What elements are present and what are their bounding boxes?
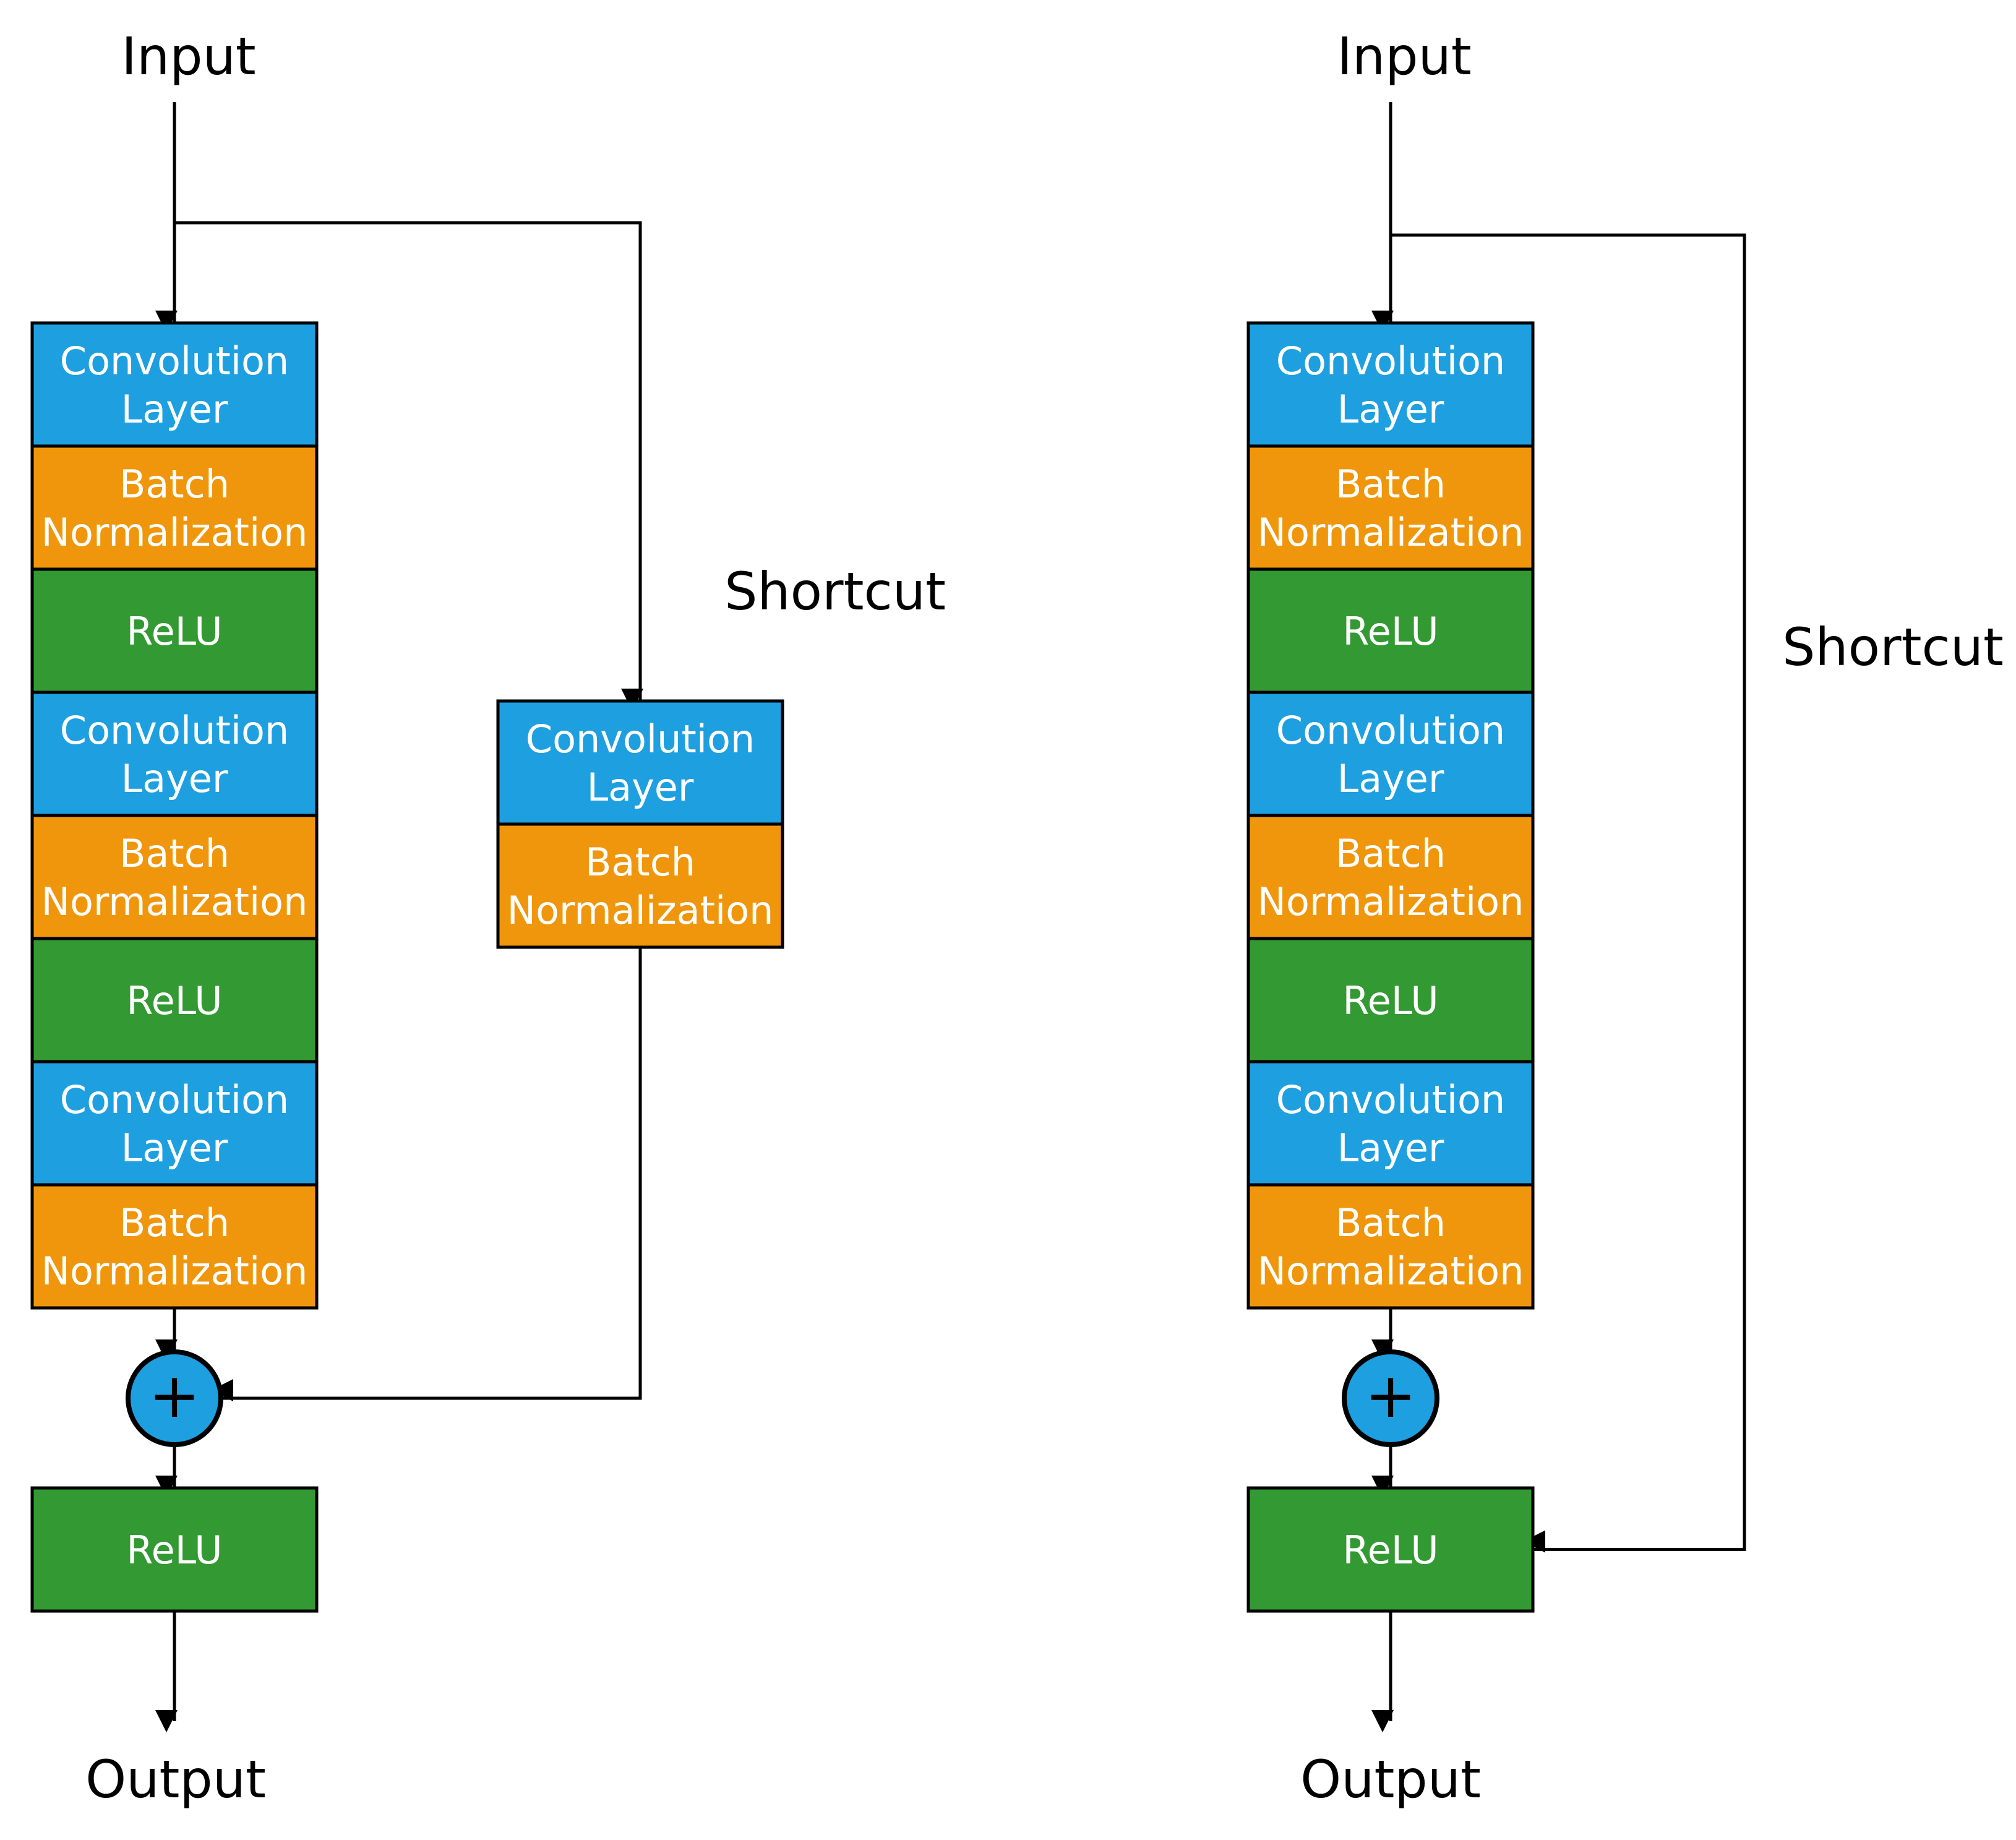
block-label-line: ReLU xyxy=(126,609,222,654)
plus-icon: + xyxy=(1365,1359,1417,1432)
block-label-line: Convolution xyxy=(1276,338,1505,384)
block-label-line: ReLU xyxy=(1342,1528,1438,1573)
relu-block: ReLU xyxy=(1246,1486,1535,1613)
final-relu-block: ReLU xyxy=(30,1486,319,1613)
arrow-connector xyxy=(211,947,642,1401)
block-label-line: Batch xyxy=(1336,831,1446,876)
input-label: Input xyxy=(1337,26,1472,87)
add-circle xyxy=(126,1349,223,1447)
conv-block-box xyxy=(30,690,319,817)
relu-block: ReLU xyxy=(30,1486,319,1613)
block-label-line: Convolution xyxy=(60,338,289,384)
diagram-projection-shortcut: Input Shortcut Output ConvolutionLayerBa… xyxy=(30,26,946,1810)
bn-block-box xyxy=(30,1183,319,1310)
block-label-line: Batch xyxy=(119,831,229,876)
block-label-line: ReLU xyxy=(1342,978,1438,1023)
block-label-line: Normalization xyxy=(507,888,774,933)
shortcut-label: Shortcut xyxy=(1782,617,2004,677)
block-label-line: ReLU xyxy=(126,978,222,1023)
main-path-stack: ConvolutionLayerBatchNormalizationReLUCo… xyxy=(1246,321,1535,1310)
block-label-line: Convolution xyxy=(60,1077,289,1122)
conv-block-box xyxy=(30,1060,319,1187)
block-label-line: Normalization xyxy=(1258,510,1524,555)
bn-block-box xyxy=(1246,1183,1535,1310)
final-relu-block: ReLU xyxy=(1246,1486,1535,1613)
main-path-stack: ConvolutionLayerBatchNormalizationReLUCo… xyxy=(30,321,319,1310)
input-label: Input xyxy=(121,26,256,87)
block-label-line: Layer xyxy=(121,387,228,432)
block-label-line: ReLU xyxy=(1342,609,1438,654)
bn-block-box xyxy=(30,814,319,940)
block-label-line: Layer xyxy=(1337,387,1444,432)
relu-block: ReLU xyxy=(1246,567,1535,694)
block-label-line: Batch xyxy=(119,1200,229,1245)
addition-node: + xyxy=(126,1349,223,1447)
relu-block-box xyxy=(30,567,319,694)
block-label-line: Normalization xyxy=(1258,1249,1524,1294)
relu-block: ReLU xyxy=(1246,937,1535,1064)
block-label-line: Layer xyxy=(1337,756,1444,801)
shortcut-label: Shortcut xyxy=(724,561,946,622)
diagram-identity-shortcut: Input Shortcut Output ConvolutionLayerBa… xyxy=(1246,26,2004,1810)
output-label: Output xyxy=(1300,1749,1481,1810)
connector-lines xyxy=(155,102,643,1732)
block-label-line: Convolution xyxy=(60,708,289,753)
bn-block-box xyxy=(1246,814,1535,940)
relu-block-box xyxy=(30,937,319,1064)
output-label: Output xyxy=(85,1749,266,1810)
plus-icon: + xyxy=(148,1359,200,1432)
block-label-line: Normalization xyxy=(41,1249,308,1294)
arrow-connector xyxy=(1391,233,1746,1553)
addition-node: + xyxy=(1342,1349,1439,1447)
block-label-line: Batch xyxy=(1336,1200,1446,1245)
relu-block: ReLU xyxy=(30,937,319,1064)
block-label-line: Normalization xyxy=(1258,879,1524,924)
block-label-line: Normalization xyxy=(41,879,308,924)
block-label-line: Normalization xyxy=(41,510,308,555)
block-label-line: Convolution xyxy=(1276,1077,1505,1122)
bn-block-box xyxy=(30,444,319,571)
block-label-line: Convolution xyxy=(1276,708,1505,753)
bn-block-box xyxy=(496,822,784,949)
relu-block-box xyxy=(1246,1486,1535,1613)
block-label-line: Layer xyxy=(587,765,694,810)
block-label-line: Layer xyxy=(121,1125,228,1171)
relu-block: ReLU xyxy=(30,567,319,694)
block-label-line: Layer xyxy=(121,756,228,801)
conv-block-box xyxy=(1246,321,1535,448)
block-label-line: Layer xyxy=(1337,1125,1444,1171)
block-label-line: Batch xyxy=(585,840,695,885)
add-circle xyxy=(1342,1349,1439,1447)
block-label-line: ReLU xyxy=(126,1528,222,1573)
block-label-line: Batch xyxy=(119,462,229,507)
block-label-line: Batch xyxy=(1336,462,1446,507)
conv-block-box xyxy=(1246,690,1535,817)
connector-lines xyxy=(1371,102,1746,1732)
arrow-connector xyxy=(174,221,643,711)
relu-block-box xyxy=(30,1486,319,1613)
block-label-line: Convolution xyxy=(526,716,755,762)
